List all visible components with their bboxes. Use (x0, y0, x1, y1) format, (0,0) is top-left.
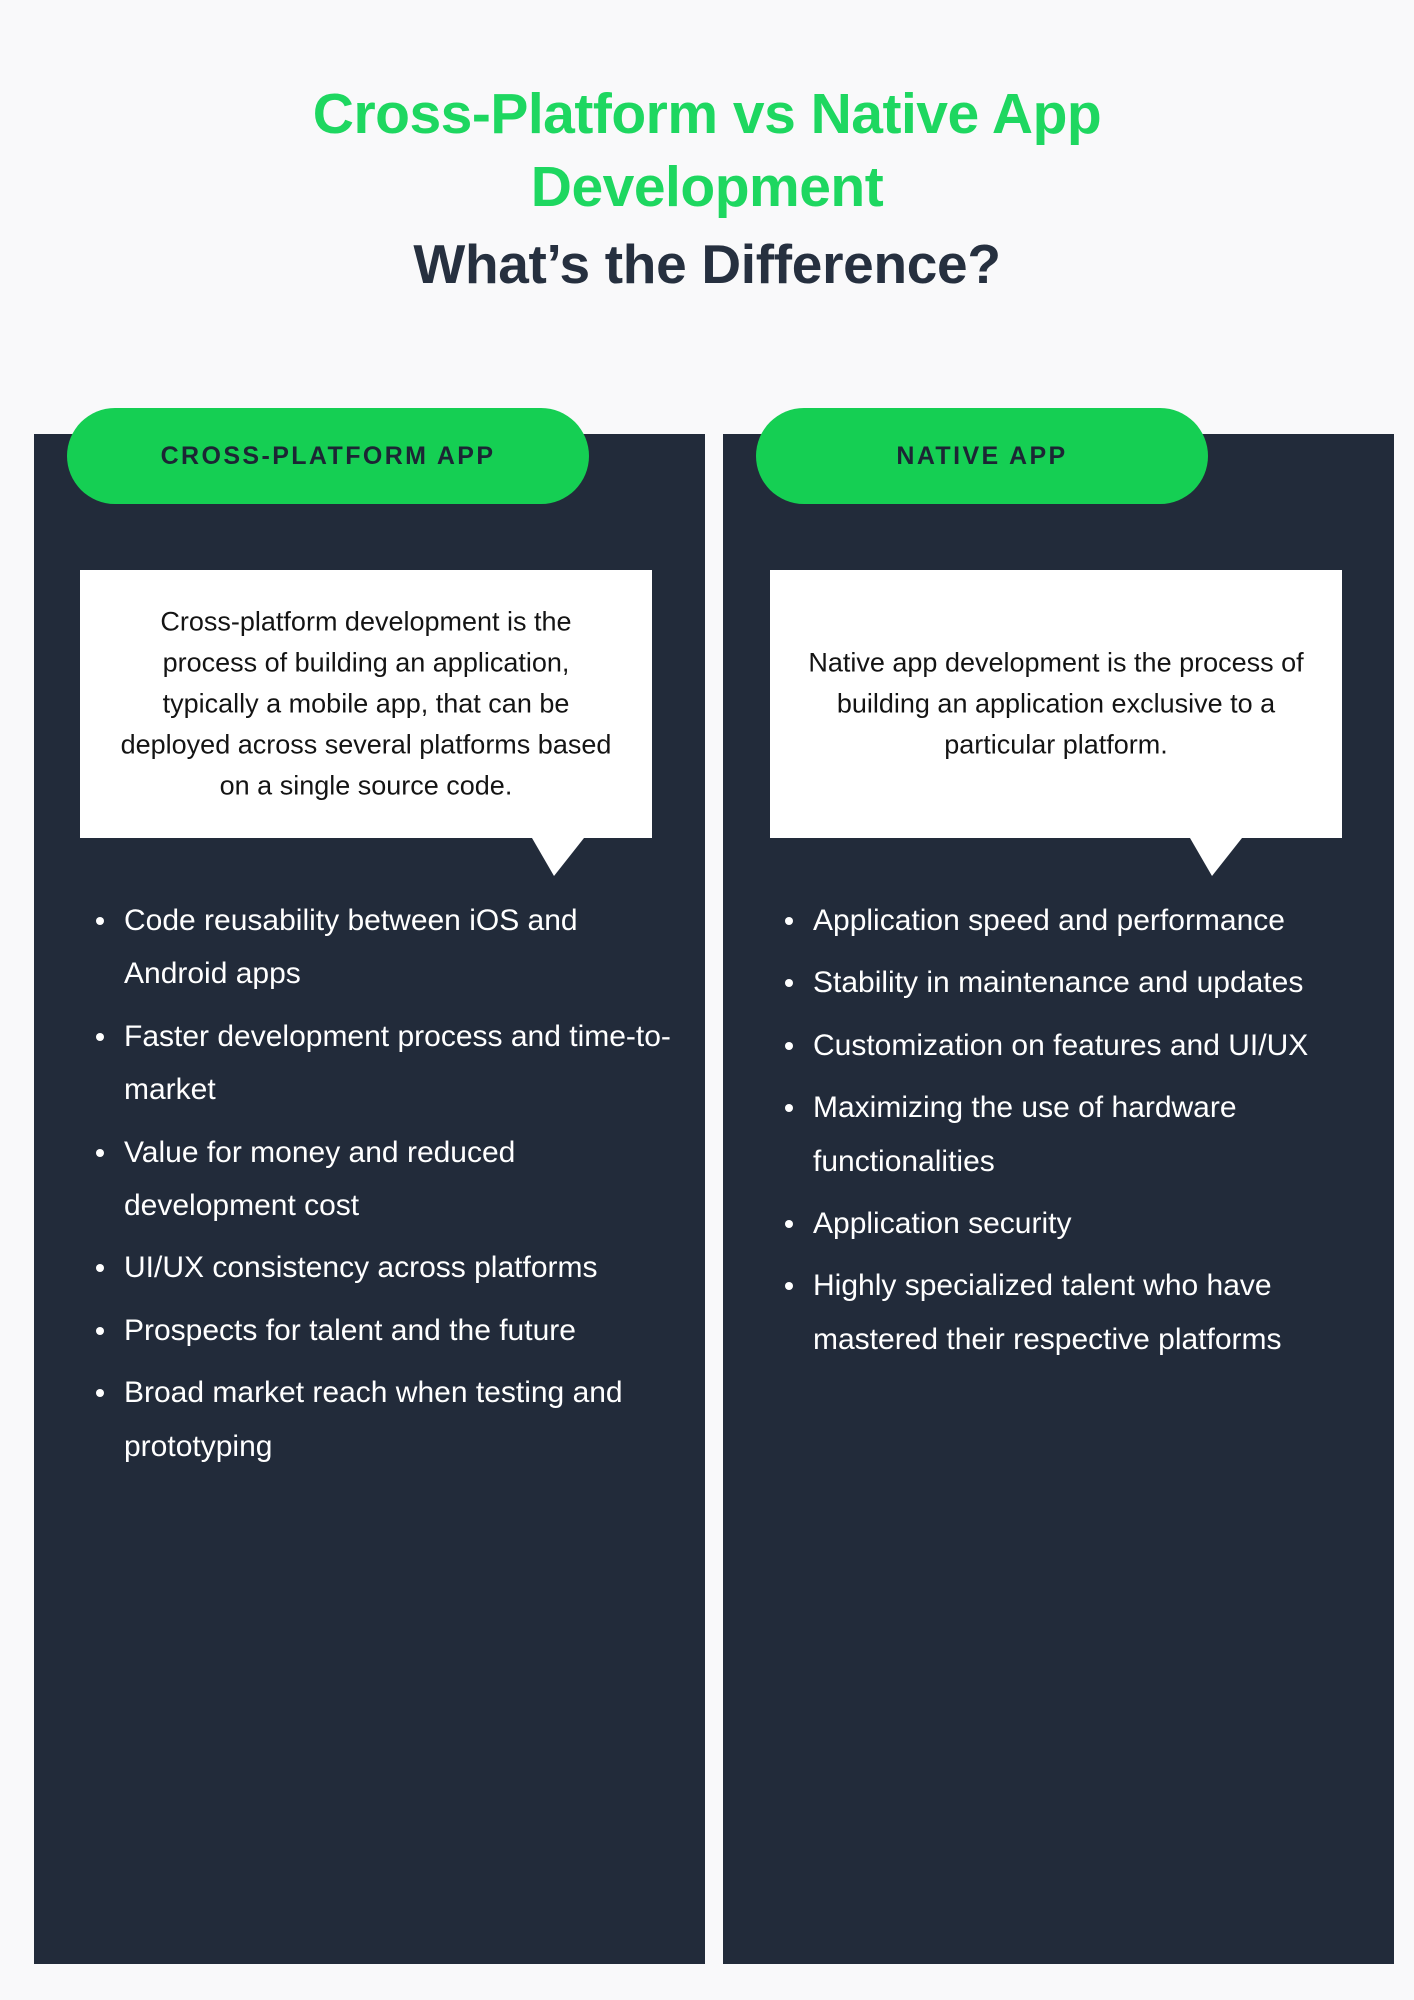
page-title-line-1: Cross-Platform vs Native App (312, 82, 1102, 146)
list-item: Highly specialized talent who have maste… (771, 1259, 1362, 1366)
native-app-badge: NATIVE APP (756, 408, 1208, 504)
list-item: Broad market reach when testing and prot… (82, 1366, 673, 1473)
list-item: Prospects for talent and the future (82, 1304, 673, 1357)
page-heading: Cross-Platform vs Native App Development… (0, 78, 1414, 297)
list-item: Application speed and performance (771, 894, 1362, 947)
native-app-description-text: Native app development is the process of… (808, 647, 1304, 760)
list-item: Customization on features and UI/UX (771, 1019, 1362, 1072)
page-title-primary: Cross-Platform vs Native App Development (202, 78, 1212, 224)
list-item: UI/UX consistency across platforms (82, 1241, 673, 1294)
native-app-badge-label: NATIVE APP (896, 441, 1068, 470)
list-item: Value for money and reduced development … (82, 1126, 673, 1233)
list-item: Code reusability between iOS and Android… (82, 894, 673, 1001)
cross-platform-description-callout: Cross-platform development is the proces… (80, 570, 652, 876)
native-app-bullet-list: Application speed and performance Stabil… (771, 894, 1362, 1375)
cross-platform-description-text: Cross-platform development is the proces… (120, 606, 612, 801)
page-title-line-2: Development (530, 154, 884, 219)
cross-platform-bullet-list: Code reusability between iOS and Android… (82, 894, 673, 1482)
comparison-columns: Code reusability between iOS and Android… (0, 408, 1414, 1964)
page-subtitle: What’s the Difference? (413, 232, 1001, 295)
cross-platform-badge-label: CROSS-PLATFORM APP (160, 441, 496, 470)
native-app-description-callout: Native app development is the process of… (770, 570, 1342, 876)
list-item: Maximizing the use of hardware functiona… (771, 1081, 1362, 1188)
callout-tail-left (532, 838, 584, 876)
cross-platform-badge: CROSS-PLATFORM APP (67, 408, 589, 504)
callout-tail-right (1190, 838, 1242, 876)
list-item: Stability in maintenance and updates (771, 956, 1362, 1009)
list-item: Faster development process and time-to-m… (82, 1010, 673, 1117)
list-item: Application security (771, 1197, 1362, 1250)
